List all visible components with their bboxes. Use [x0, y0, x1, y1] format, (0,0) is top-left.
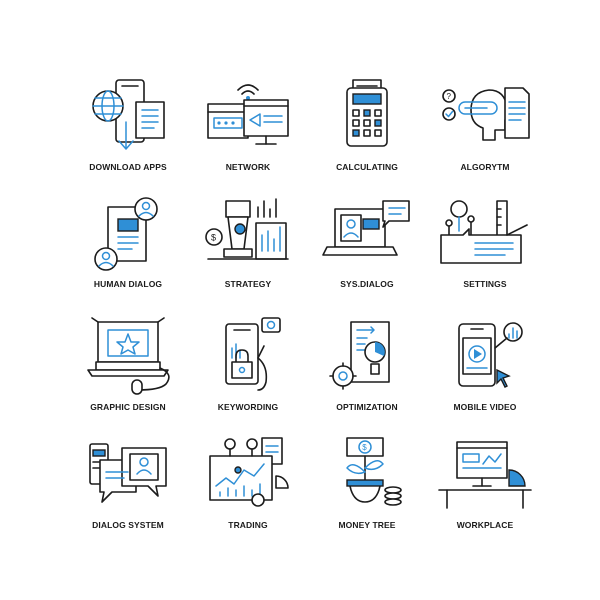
- tile-sys-dialog: SYS.DIALOG: [297, 195, 437, 310]
- tile-label: SETTINGS: [463, 279, 507, 289]
- tile-dialog-system: DIALOG SYSTEM: [58, 436, 198, 551]
- tile-label: STRATEGY: [224, 279, 272, 289]
- svg-text:?: ?: [447, 92, 452, 101]
- tile-settings: SETTINGS: [415, 195, 555, 310]
- tile-label: CALCULATING: [336, 162, 398, 172]
- tile-strategy: $ STRATEGY: [178, 195, 318, 310]
- svg-text:$: $: [211, 233, 216, 243]
- tile-trading: TRADING: [178, 436, 318, 551]
- tile-algorytm: ? ALGORYTM: [415, 78, 555, 193]
- tile-network: NETWORK: [178, 78, 318, 193]
- calculator-icon: [346, 79, 388, 147]
- tile-label: OPTIMIZATION: [336, 402, 398, 412]
- tile-label: DIALOG SYSTEM: [92, 520, 164, 530]
- money-tree-icon: $: [346, 437, 402, 506]
- tile-label: MOBILE VIDEO: [453, 402, 517, 412]
- network-icon: [207, 84, 289, 145]
- strategy-icon: $: [205, 198, 289, 260]
- tile-label: WORKPLACE: [456, 520, 514, 530]
- tile-graphic-design: GRAPHIC DESIGN: [58, 317, 198, 433]
- tile-calculating: CALCULATING: [297, 78, 437, 193]
- tile-mobile-video: MOBILE VIDEO: [415, 318, 555, 433]
- workplace-icon: [438, 441, 532, 509]
- graphic-design-icon: [87, 317, 170, 395]
- tile-label: SYS.DIALOG: [340, 279, 394, 289]
- tile-label: GRAPHIC DESIGN: [90, 402, 166, 412]
- human-dialog-icon: [94, 197, 158, 271]
- dialog-system-icon: [89, 443, 167, 503]
- tile-label: KEYWORDING: [217, 402, 279, 412]
- tile-label: MONEY TREE: [338, 520, 396, 530]
- algorithm-icon: ?: [442, 87, 530, 141]
- tile-money-tree: $ MONEY TREE: [297, 436, 437, 551]
- tile-optimization: OPTIMIZATION: [297, 318, 437, 433]
- mobile-video-icon: [458, 322, 523, 388]
- optimization-icon: [329, 321, 390, 390]
- tile-keywording: KEYWORDING: [178, 317, 318, 433]
- tile-label: ALGORYTM: [460, 162, 510, 172]
- tile-label: TRADING: [228, 520, 268, 530]
- tile-download-apps: DOWNLOAD APPS: [58, 78, 198, 193]
- tile-label: DOWNLOAD APPS: [89, 162, 167, 172]
- download-apps-icon: [92, 79, 165, 150]
- trading-icon: [209, 437, 289, 507]
- settings-icon: [440, 200, 528, 264]
- system-dialog-icon: [322, 200, 410, 256]
- keywording-icon: [225, 317, 281, 391]
- tile-label: HUMAN DIALOG: [93, 279, 163, 289]
- tile-human-dialog: HUMAN DIALOG: [58, 195, 198, 310]
- tile-workplace: WORKPLACE: [415, 436, 555, 551]
- svg-text:$: $: [362, 443, 367, 452]
- tile-label: NETWORK: [225, 162, 271, 172]
